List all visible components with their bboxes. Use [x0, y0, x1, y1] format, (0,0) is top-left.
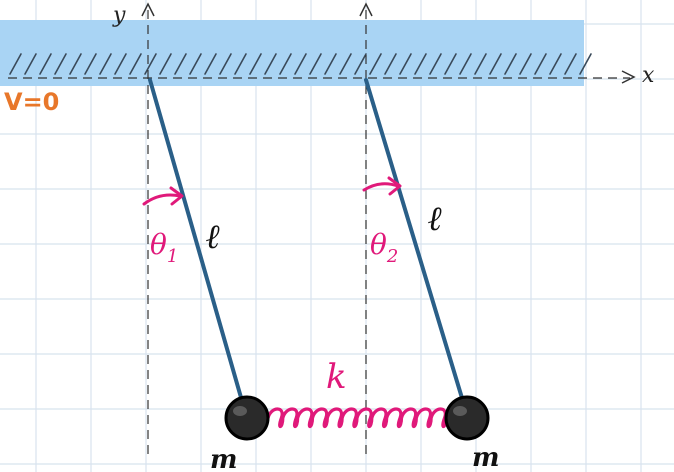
- hatch-mark: [24, 53, 37, 75]
- hatch-mark: [189, 53, 202, 75]
- hatch-mark: [354, 53, 367, 75]
- length-1-label: ℓ: [206, 217, 221, 257]
- spring: [266, 407, 448, 429]
- hatch-mark: [114, 53, 127, 75]
- hatch-mark: [474, 53, 487, 75]
- hatch-mark: [9, 53, 22, 75]
- hatch-mark: [204, 53, 217, 75]
- hatch-mark: [579, 53, 592, 75]
- y-axis-label: y: [112, 3, 126, 28]
- pendulum-rod-1: [148, 78, 246, 410]
- ceiling: [0, 20, 584, 86]
- angle-arrow-1-head: [169, 186, 184, 206]
- hatch-mark: [219, 53, 232, 75]
- hatch-mark: [129, 53, 142, 75]
- mass-2: [444, 395, 490, 441]
- hatch-mark: [294, 53, 307, 75]
- hatch-mark: [279, 53, 292, 75]
- hatch-mark: [159, 53, 172, 75]
- theta-2-label: θ2: [370, 228, 398, 267]
- mass-1: [224, 395, 270, 441]
- hatch-mark: [414, 53, 427, 75]
- hatch-mark: [39, 53, 52, 75]
- hatch-mark: [489, 53, 502, 75]
- hatch-mark: [324, 53, 337, 75]
- hatch-mark: [234, 53, 247, 75]
- x-axis-arrow: [621, 70, 636, 84]
- angle-arrow-1: [142, 193, 182, 206]
- length-2-label: ℓ: [428, 199, 443, 239]
- hatch-mark: [459, 53, 472, 75]
- hatch-mark: [369, 53, 382, 75]
- hatch-mark: [384, 53, 397, 75]
- ceiling-hatching: [9, 53, 592, 75]
- hatch-mark: [264, 53, 277, 75]
- mass-1-label: m: [210, 445, 238, 472]
- hatch-mark: [54, 53, 67, 75]
- hatch-mark: [144, 53, 157, 75]
- hatch-mark: [249, 53, 262, 75]
- hatch-mark: [564, 53, 577, 75]
- angle-arrow-2-head: [387, 176, 402, 196]
- second-vertical-axis-arrow: [359, 2, 373, 17]
- hatch-mark: [504, 53, 517, 75]
- x-axis-label: x: [642, 63, 655, 88]
- hatch-mark: [444, 53, 457, 75]
- hatch-mark: [84, 53, 97, 75]
- hatch-mark: [174, 53, 187, 75]
- hatch-mark: [534, 53, 547, 75]
- pendulum-rod-2: [364, 78, 467, 410]
- hatch-mark: [339, 53, 352, 75]
- angle-arrow-2: [362, 182, 400, 192]
- hatch-mark: [99, 53, 112, 75]
- hatch-mark: [399, 53, 412, 75]
- hatch-mark: [309, 53, 322, 75]
- hatch-mark: [69, 53, 82, 75]
- hatch-mark: [429, 53, 442, 75]
- y-axis-arrow: [141, 2, 155, 17]
- potential-reference-label: V=0: [4, 88, 59, 116]
- spring-constant-label: k: [326, 357, 347, 397]
- hatch-mark: [519, 53, 532, 75]
- mass-2-label: m: [472, 443, 500, 472]
- theta-1-label: θ1: [150, 228, 178, 267]
- hatch-mark: [549, 53, 562, 75]
